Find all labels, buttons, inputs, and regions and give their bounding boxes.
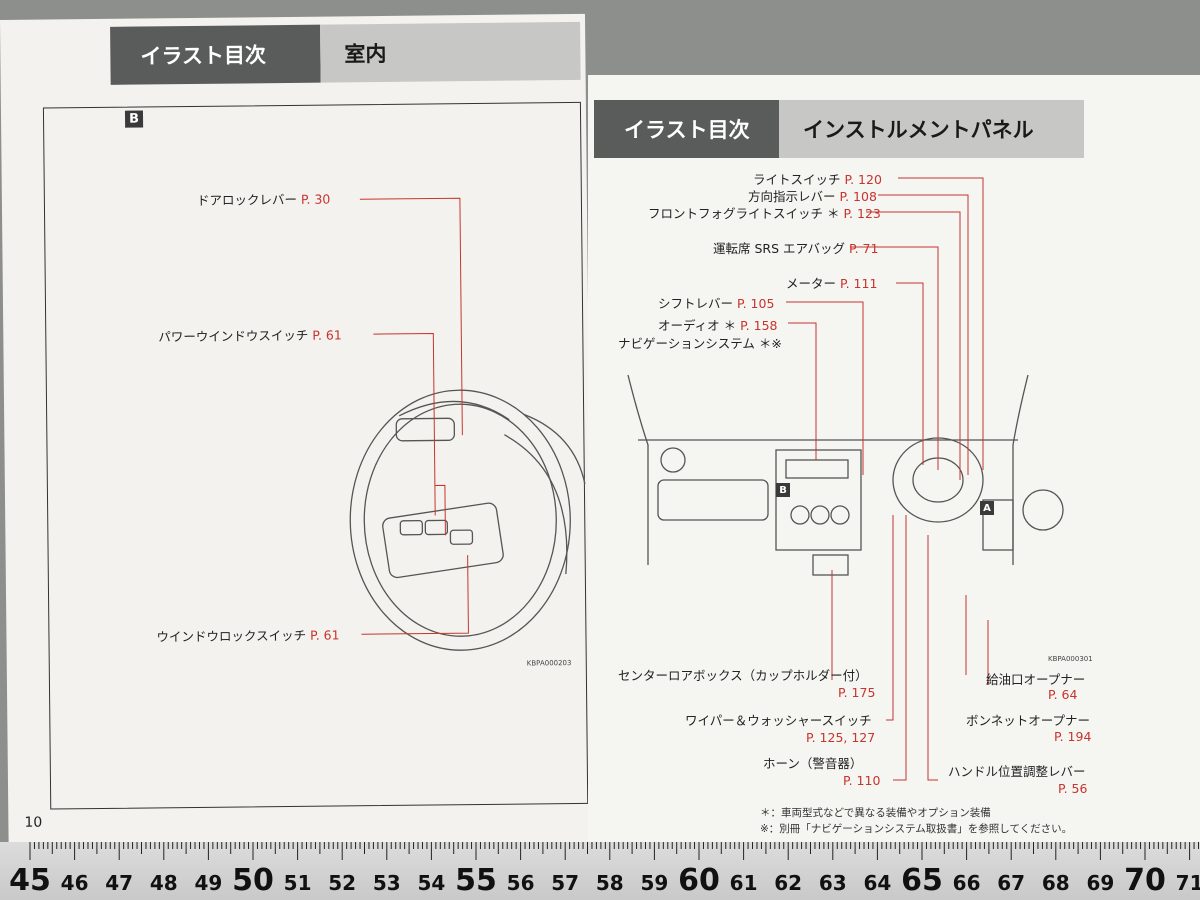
ruler-number: 54 xyxy=(417,871,446,895)
left-figure-code: KBPA000203 xyxy=(526,659,572,668)
ruler-number: 46 xyxy=(60,871,89,895)
ruler-number: 71 xyxy=(1175,871,1200,895)
ruler-number: 45 xyxy=(9,863,51,898)
ref-wiper-washer-switch: P. 125, 127 xyxy=(806,730,876,745)
tag-a-marker: A xyxy=(980,501,994,515)
label-wiper-washer-switch: ワイパー＆ウォッシャースイッチ xyxy=(685,713,872,728)
label-door-lock-lever: ドアロックレバー P. 30 xyxy=(196,191,331,208)
label-turn-signal-lever: 方向指示レバー P. 108 xyxy=(748,189,877,204)
label-meter: メーター P. 111 xyxy=(786,276,878,291)
label-front-fog-switch: フロントフォグライトスイッチ ＊ P. 123 xyxy=(648,206,881,221)
ref-bonnet-opener: P. 194 xyxy=(1054,729,1092,744)
right-page: イラスト目次 インストルメントパネル xyxy=(588,75,1200,850)
ref-horn: P. 110 xyxy=(843,773,881,788)
ruler-number: 56 xyxy=(506,871,535,895)
label-bonnet-opener: ボンネットオープナー xyxy=(966,713,1091,728)
ruler-number: 58 xyxy=(595,871,624,895)
ruler-number: 49 xyxy=(194,871,223,895)
left-page: イラスト目次 室内 B xyxy=(0,13,594,850)
left-header-tab: イラスト目次 xyxy=(110,24,321,85)
right-header-tab: イラスト目次 xyxy=(594,100,779,158)
label-navigation-system: ナビゲーションシステム ＊※ xyxy=(618,336,782,351)
ruler-number: 69 xyxy=(1086,871,1115,895)
ruler-number: 63 xyxy=(818,871,847,895)
right-figure-code: KBPA000301 xyxy=(1048,655,1093,663)
left-illustration-frame xyxy=(42,101,589,810)
label-driver-srs-airbag: 運転席 SRS エアバッグ P. 71 xyxy=(713,241,879,256)
ruler-number: 65 xyxy=(901,863,943,898)
left-header: イラスト目次 室内 xyxy=(110,21,581,85)
ruler-number: 51 xyxy=(283,871,312,895)
label-shift-lever: シフトレバー P. 105 xyxy=(658,296,775,311)
label-power-window-switch: パワーウインドウスイッチ P. 61 xyxy=(158,327,342,345)
ruler-number: 47 xyxy=(105,871,134,895)
right-header: イラスト目次 インストルメントパネル xyxy=(594,100,1084,158)
dashboard-illustration xyxy=(627,177,1064,781)
section-tag-b: B xyxy=(124,110,144,128)
ref-steering-adjust-lever: P. 56 xyxy=(1058,781,1088,796)
ref-fuel-lid-opener: P. 64 xyxy=(1048,687,1078,702)
label-fuel-lid-opener: 給油口オープナー xyxy=(986,672,1086,687)
label-window-lock-switch: ウインドウロックスイッチ P. 61 xyxy=(156,627,340,645)
label-audio: オーディオ ＊ P. 158 xyxy=(658,318,778,333)
label-steering-adjust-lever: ハンドル位置調整レバー xyxy=(948,764,1086,779)
right-header-title: インストルメントパネル xyxy=(779,100,1084,158)
ruler-number: 55 xyxy=(455,863,497,898)
ruler-number: 66 xyxy=(952,871,981,895)
ruler-number: 64 xyxy=(863,871,892,895)
ruler-number: 67 xyxy=(997,871,1026,895)
label-center-lower-box: センターロアボックス（カップホルダー付） xyxy=(618,668,868,683)
ruler-number: 52 xyxy=(328,871,357,895)
ruler-number: 57 xyxy=(551,871,580,895)
ruler-number: 60 xyxy=(678,863,720,898)
tag-b-marker: B xyxy=(776,483,790,497)
footnote-asterisk: ＊：車両型式などで異なる装備やオプション装備 xyxy=(760,807,991,819)
left-header-title: 室内 xyxy=(320,21,581,83)
page-number: 10 xyxy=(24,814,43,831)
ruler-number: 70 xyxy=(1124,863,1166,898)
ruler-number: 48 xyxy=(149,871,178,895)
ruler-number: 59 xyxy=(640,871,669,895)
ruler-number: 62 xyxy=(774,871,803,895)
ruler-number: 68 xyxy=(1041,871,1070,895)
ruler-number: 53 xyxy=(372,871,401,895)
measuring-ruler: 45 46 47 48 49 50 51 52 53 54 55 56 57 58 59 60 61 62 63 64… xyxy=(0,842,1200,900)
label-light-switch: ライトスイッチ P. 120 xyxy=(753,172,882,187)
ruler-number: 50 xyxy=(232,863,274,898)
label-horn: ホーン（警音器） xyxy=(763,756,863,771)
ruler-number: 61 xyxy=(729,871,758,895)
footnote-reference: ※：別冊「ナビゲーションシステム取扱書」を参照してください。 xyxy=(760,823,1073,835)
ref-center-lower-box: P. 175 xyxy=(838,685,876,700)
